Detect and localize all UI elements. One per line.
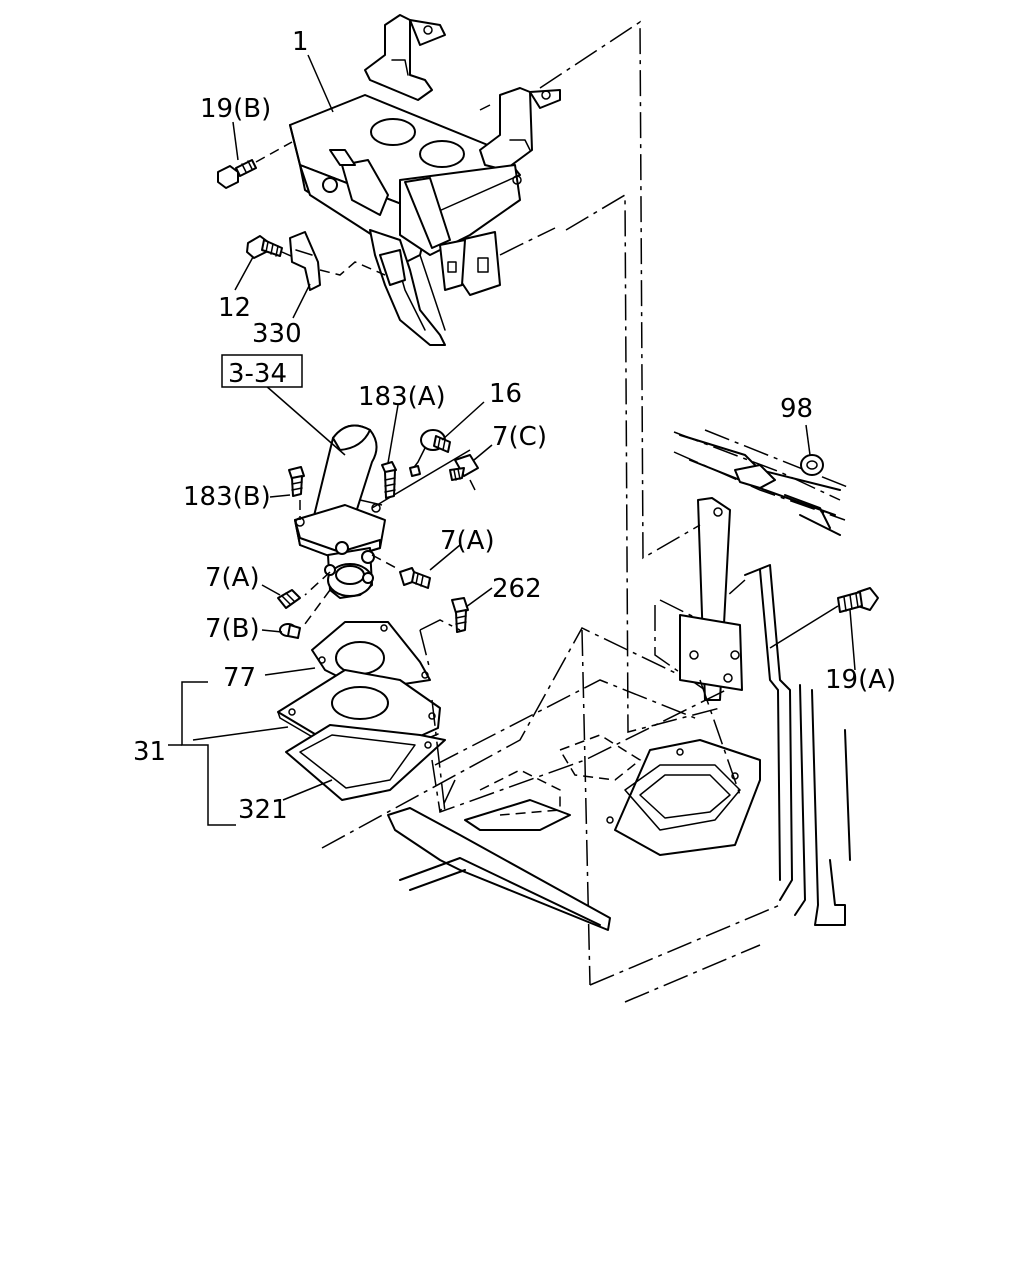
plate-321-icon: [285, 724, 446, 801]
label-nut-98: 98: [780, 394, 813, 424]
vehicle-floor-frame: [321, 429, 851, 1003]
label-fitting-7b: 7(B): [205, 614, 260, 644]
clip-330-icon: [289, 231, 386, 291]
label-bolt-262: 262: [492, 574, 542, 604]
fitting-7a-left-icon: [277, 589, 301, 609]
brake-lever-assembly: [294, 424, 471, 629]
label-gasket-77: 77: [223, 663, 256, 693]
label-bolt-19a: 19(A): [825, 665, 896, 695]
label-plate-321: 321: [238, 795, 288, 825]
switch-16-icon: [409, 429, 451, 477]
pedal-bracket-assembly: [289, 14, 561, 346]
fitting-7c-icon: [449, 454, 479, 481]
reference-box: [221, 354, 303, 388]
label-fitting-7a-left: 7(A): [205, 563, 260, 593]
leader-lines: [168, 54, 856, 826]
bolt-19b-icon: [217, 141, 293, 189]
bolt-19a-icon: [769, 587, 879, 649]
bolt-12-icon: [246, 235, 301, 261]
nut-98-icon: [800, 454, 824, 476]
bolt-183b-icon: [288, 466, 305, 497]
label-bracket-1: 1: [292, 27, 309, 57]
label-bolt-183a: 183(A): [358, 382, 446, 412]
installation-lines: [359, 20, 741, 814]
label-switch-16: 16: [489, 379, 522, 409]
label-clip-330: 330: [252, 319, 302, 349]
label-ref-3-34: 3-34: [228, 359, 287, 389]
label-fitting-7a-right: 7(A): [440, 526, 495, 556]
label-bolt-183b: 183(B): [183, 482, 271, 512]
fitting-7a-right-icon: [399, 567, 431, 589]
part-labels: 1 19(B) 12 330 3-34 183(A) 16 7(C) 183(B…: [133, 27, 896, 825]
bolt-262-icon: [451, 597, 469, 633]
bolt-183a-icon: [381, 461, 397, 499]
fitting-7b-icon: [279, 623, 301, 639]
label-fitting-7c: 7(C): [492, 422, 547, 452]
label-bolt-19b: 19(B): [200, 94, 271, 124]
label-bolt-12: 12: [218, 293, 251, 323]
label-kit-31: 31: [133, 737, 166, 767]
